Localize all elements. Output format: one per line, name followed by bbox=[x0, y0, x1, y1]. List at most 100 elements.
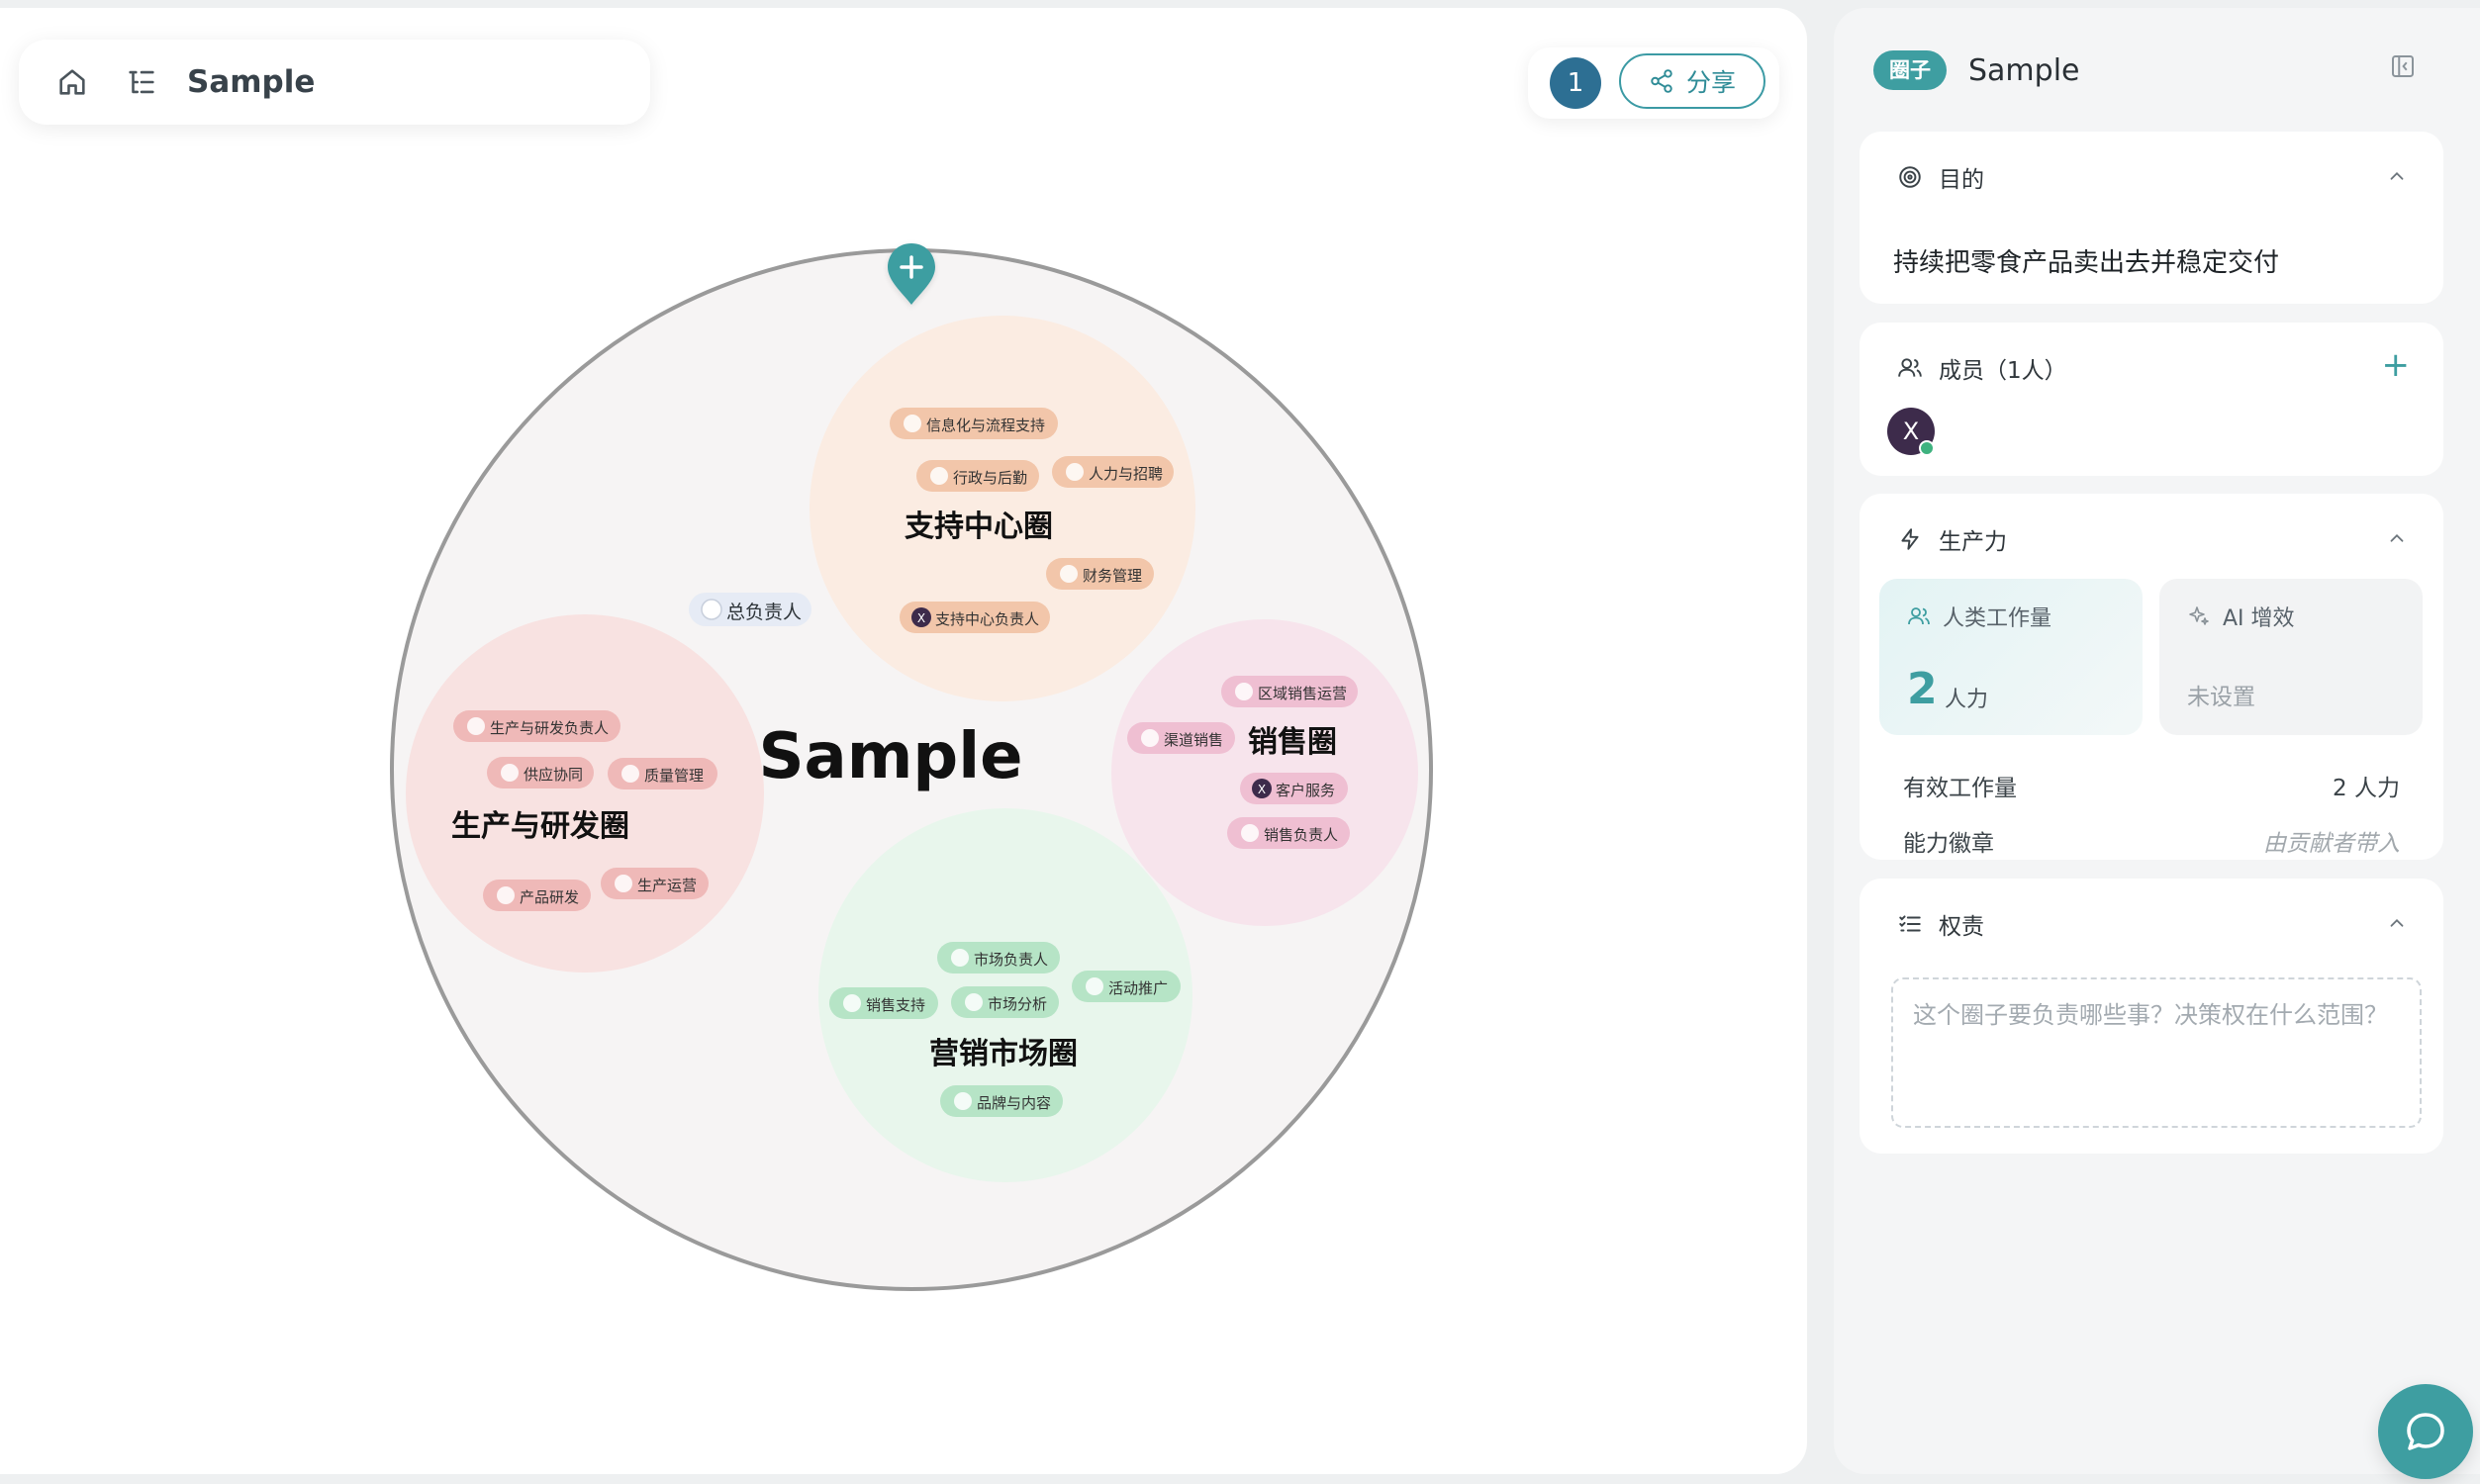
circle-title: 营销市场圈 bbox=[929, 1037, 1078, 1071]
role-chip[interactable]: 区域销售运营 bbox=[1221, 676, 1358, 707]
effective-workload-row: 有效工作量 2 人力 bbox=[1903, 769, 2400, 802]
role-label: 供应协同 bbox=[524, 766, 583, 784]
role-chip[interactable]: 质量管理 bbox=[608, 758, 717, 789]
role-chip[interactable]: 信息化与流程支持 bbox=[890, 408, 1058, 439]
checklist-icon bbox=[1899, 915, 1921, 932]
human-workload-unit: 人力 bbox=[1945, 688, 1989, 712]
online-count-badge[interactable]: 1 bbox=[1550, 57, 1601, 109]
outline-tree-icon[interactable] bbox=[120, 60, 163, 104]
purpose-text[interactable]: 持续把零食产品卖出去并稳定交付 bbox=[1893, 248, 2280, 278]
role-label: 销售负责人 bbox=[1264, 826, 1338, 844]
person-icon bbox=[951, 949, 969, 967]
role-label: 市场分析 bbox=[988, 995, 1047, 1013]
role-label: 客户服务 bbox=[1276, 782, 1335, 799]
role-label: 销售支持 bbox=[866, 996, 925, 1014]
circle-map[interactable]: Sample 总负责人 支持中心圈 销售圈 生产与研发圈 营销市场圈 信息化与流… bbox=[0, 8, 1807, 1474]
ai-boost-tile[interactable]: AI 增效 未设置 bbox=[2159, 579, 2423, 735]
chevron-up-icon[interactable] bbox=[2386, 165, 2408, 191]
person-icon bbox=[1060, 565, 1078, 583]
role-label: 质量管理 bbox=[644, 767, 704, 785]
role-chip[interactable]: 生产与研发负责人 bbox=[453, 710, 620, 742]
role-chip[interactable]: 人力与招聘 bbox=[1052, 456, 1174, 488]
role-label: 行政与后勤 bbox=[953, 469, 1027, 487]
chat-button[interactable] bbox=[2378, 1384, 2473, 1479]
effective-workload-label: 有效工作量 bbox=[1903, 776, 2017, 801]
circle-title: 支持中心圈 bbox=[905, 510, 1053, 544]
role-chip[interactable]: X 客户服务 bbox=[1240, 773, 1348, 804]
add-child-pin[interactable] bbox=[888, 243, 935, 305]
person-icon bbox=[965, 993, 983, 1011]
role-label: 支持中心负责人 bbox=[935, 610, 1039, 628]
avatar bbox=[911, 607, 931, 627]
member-avatar[interactable]: X bbox=[1887, 408, 1935, 456]
home-icon[interactable] bbox=[50, 60, 94, 104]
role-chip[interactable]: 销售负责人 bbox=[1227, 817, 1350, 849]
person-icon bbox=[621, 765, 639, 783]
role-label: 区域销售运营 bbox=[1258, 685, 1347, 702]
chevron-up-icon[interactable] bbox=[2386, 527, 2408, 553]
responsibility-header[interactable]: 权责 bbox=[1897, 904, 1984, 944]
person-icon bbox=[904, 415, 921, 432]
capability-badge-value: 由贡献者带入 bbox=[2263, 831, 2400, 857]
users-icon bbox=[1908, 607, 1930, 625]
role-label: 活动推广 bbox=[1108, 979, 1168, 997]
responsibility-card: 权责 这个圈子要负责哪些事？决策权在什么范围？ bbox=[1860, 879, 2443, 1154]
person-icon bbox=[954, 1092, 972, 1110]
productivity-card: 生产力 人类工作量 2 人力 AI 增效 未设置 有效工作量 2 人力 能力徽章 bbox=[1860, 494, 2443, 860]
purpose-header[interactable]: 目的 bbox=[1897, 157, 1984, 197]
chevron-up-icon[interactable] bbox=[2386, 912, 2408, 938]
person-icon bbox=[1086, 977, 1103, 995]
role-chip[interactable]: 生产运营 bbox=[601, 868, 709, 899]
role-label: 总负责人 bbox=[726, 602, 802, 623]
role-chip-owner[interactable]: 总负责人 bbox=[689, 593, 811, 626]
detail-panel: 圈子 Sample 目的 持续把零食产品卖出去并稳定交付 成员（1人） + X … bbox=[1834, 8, 2480, 1474]
responsibility-input[interactable]: 这个圈子要负责哪些事？决策权在什么范围？ bbox=[1891, 977, 2422, 1128]
person-icon bbox=[497, 886, 515, 904]
panel-title: Sample bbox=[1968, 52, 2080, 88]
role-chip[interactable]: 财务管理 bbox=[1046, 558, 1154, 590]
effective-workload-value: 2 人力 bbox=[2333, 776, 2400, 801]
person-icon bbox=[1141, 729, 1159, 747]
circle-support-center[interactable] bbox=[810, 316, 1195, 701]
role-chip[interactable]: 活动推广 bbox=[1072, 971, 1181, 1002]
ai-boost-value: 未设置 bbox=[2187, 685, 2255, 710]
role-label: 品牌与内容 bbox=[977, 1094, 1051, 1112]
capability-badge-row: 能力徽章 由贡献者带入 bbox=[1903, 824, 2400, 858]
members-title: 成员（1人） bbox=[1939, 358, 2067, 384]
person-icon bbox=[1066, 463, 1084, 481]
add-member-button[interactable]: + bbox=[2381, 345, 2411, 385]
person-icon bbox=[1235, 683, 1253, 700]
person-icon bbox=[467, 717, 485, 735]
circle-production-rd[interactable] bbox=[406, 614, 764, 973]
collapse-panel-icon[interactable] bbox=[2388, 51, 2418, 85]
role-chip[interactable]: 产品研发 bbox=[483, 880, 591, 911]
circle-type-badge: 圈子 bbox=[1873, 50, 1947, 90]
share-label: 分享 bbox=[1685, 68, 1736, 97]
ai-boost-label: AI 增效 bbox=[2223, 606, 2295, 631]
human-workload-tile[interactable]: 人类工作量 2 人力 bbox=[1879, 579, 2143, 735]
lightning-icon bbox=[1901, 528, 1919, 550]
chat-bubble-icon bbox=[2407, 1413, 2444, 1450]
target-icon bbox=[1899, 166, 1921, 188]
role-chip[interactable]: 品牌与内容 bbox=[940, 1085, 1063, 1117]
role-chip[interactable]: 销售支持 bbox=[829, 987, 938, 1019]
role-label: 财务管理 bbox=[1083, 567, 1142, 585]
role-chip[interactable]: 渠道销售 bbox=[1127, 722, 1235, 754]
collaboration-bar: 1 分享 bbox=[1528, 47, 1779, 119]
canvas[interactable]: Sample 总负责人 支持中心圈 销售圈 生产与研发圈 营销市场圈 信息化与流… bbox=[0, 8, 1807, 1474]
role-chip[interactable]: 市场分析 bbox=[951, 986, 1059, 1018]
productivity-header[interactable]: 生产力 bbox=[1897, 519, 2007, 559]
role-chip[interactable]: 行政与后勤 bbox=[916, 460, 1039, 492]
role-chip[interactable]: 供应协同 bbox=[487, 757, 594, 788]
users-icon bbox=[1898, 358, 1922, 377]
online-status-dot bbox=[1919, 440, 1935, 456]
members-header: 成员（1人） bbox=[1897, 348, 2067, 388]
members-card: 成员（1人） + X bbox=[1860, 323, 2443, 476]
capability-badge-label: 能力徽章 bbox=[1903, 831, 1994, 857]
avatar-initial: X bbox=[1258, 783, 1266, 796]
share-button[interactable]: 分享 bbox=[1619, 53, 1765, 109]
page-title: Sample bbox=[187, 64, 316, 100]
role-label: 信息化与流程支持 bbox=[926, 417, 1045, 434]
role-chip[interactable]: 市场负责人 bbox=[937, 942, 1060, 974]
